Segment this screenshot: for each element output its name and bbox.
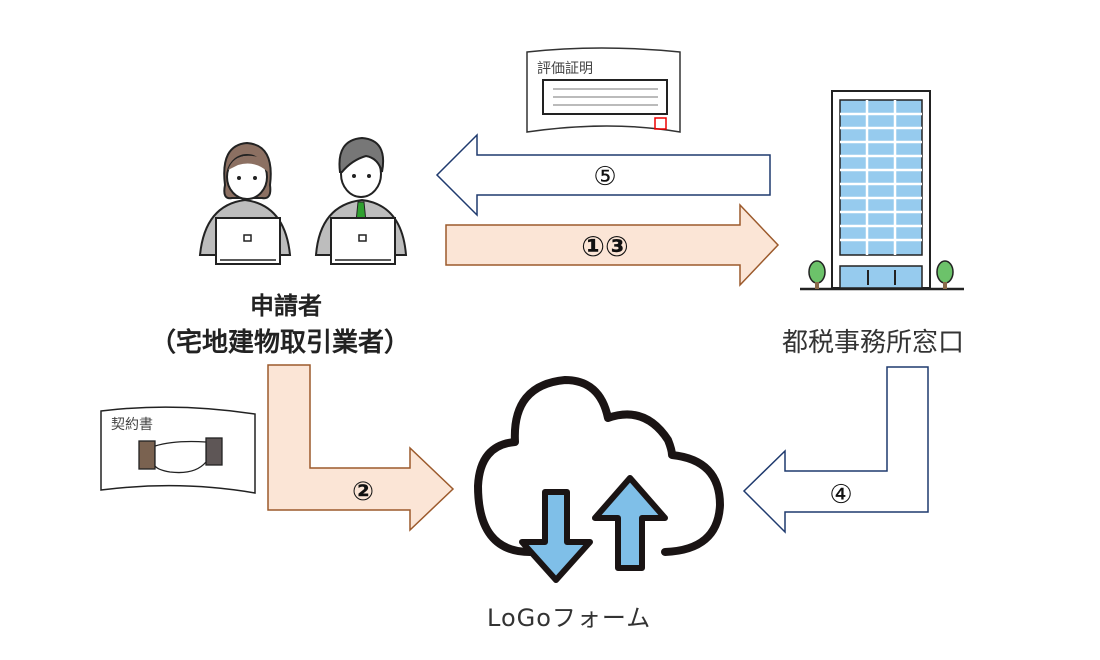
step-1-3-label: ①③ [581, 230, 628, 263]
step-2-label: ② [352, 477, 374, 507]
certificate-document: 評価証明 [526, 47, 681, 133]
form-label: LoGoフォーム [487, 604, 652, 632]
seal-icon [654, 117, 667, 130]
handshake-icon [138, 437, 223, 474]
applicant-title: 申請者 [250, 292, 322, 320]
office-building-icon [800, 90, 964, 291]
person-woman-laptop-icon [198, 141, 292, 265]
certificate-label: 評価証明 [537, 61, 593, 77]
contract-label: 契約書 [111, 417, 153, 433]
arrow-step-2 [267, 364, 455, 532]
arrow-step-1-3 [445, 203, 780, 287]
person-man-laptop-icon [314, 136, 408, 265]
contract-document: 契約書 [100, 406, 256, 494]
cloud-upload-download-icon [474, 376, 724, 583]
arrow-step-4 [742, 366, 929, 534]
arrow-step-5 [435, 133, 771, 217]
office-label: 都税事務所窓口 [782, 328, 965, 358]
applicant-subtitle: （宅地建物取引業者） [150, 328, 411, 358]
step-4-label: ④ [829, 480, 852, 510]
step-5-label: ⑤ [593, 162, 616, 192]
